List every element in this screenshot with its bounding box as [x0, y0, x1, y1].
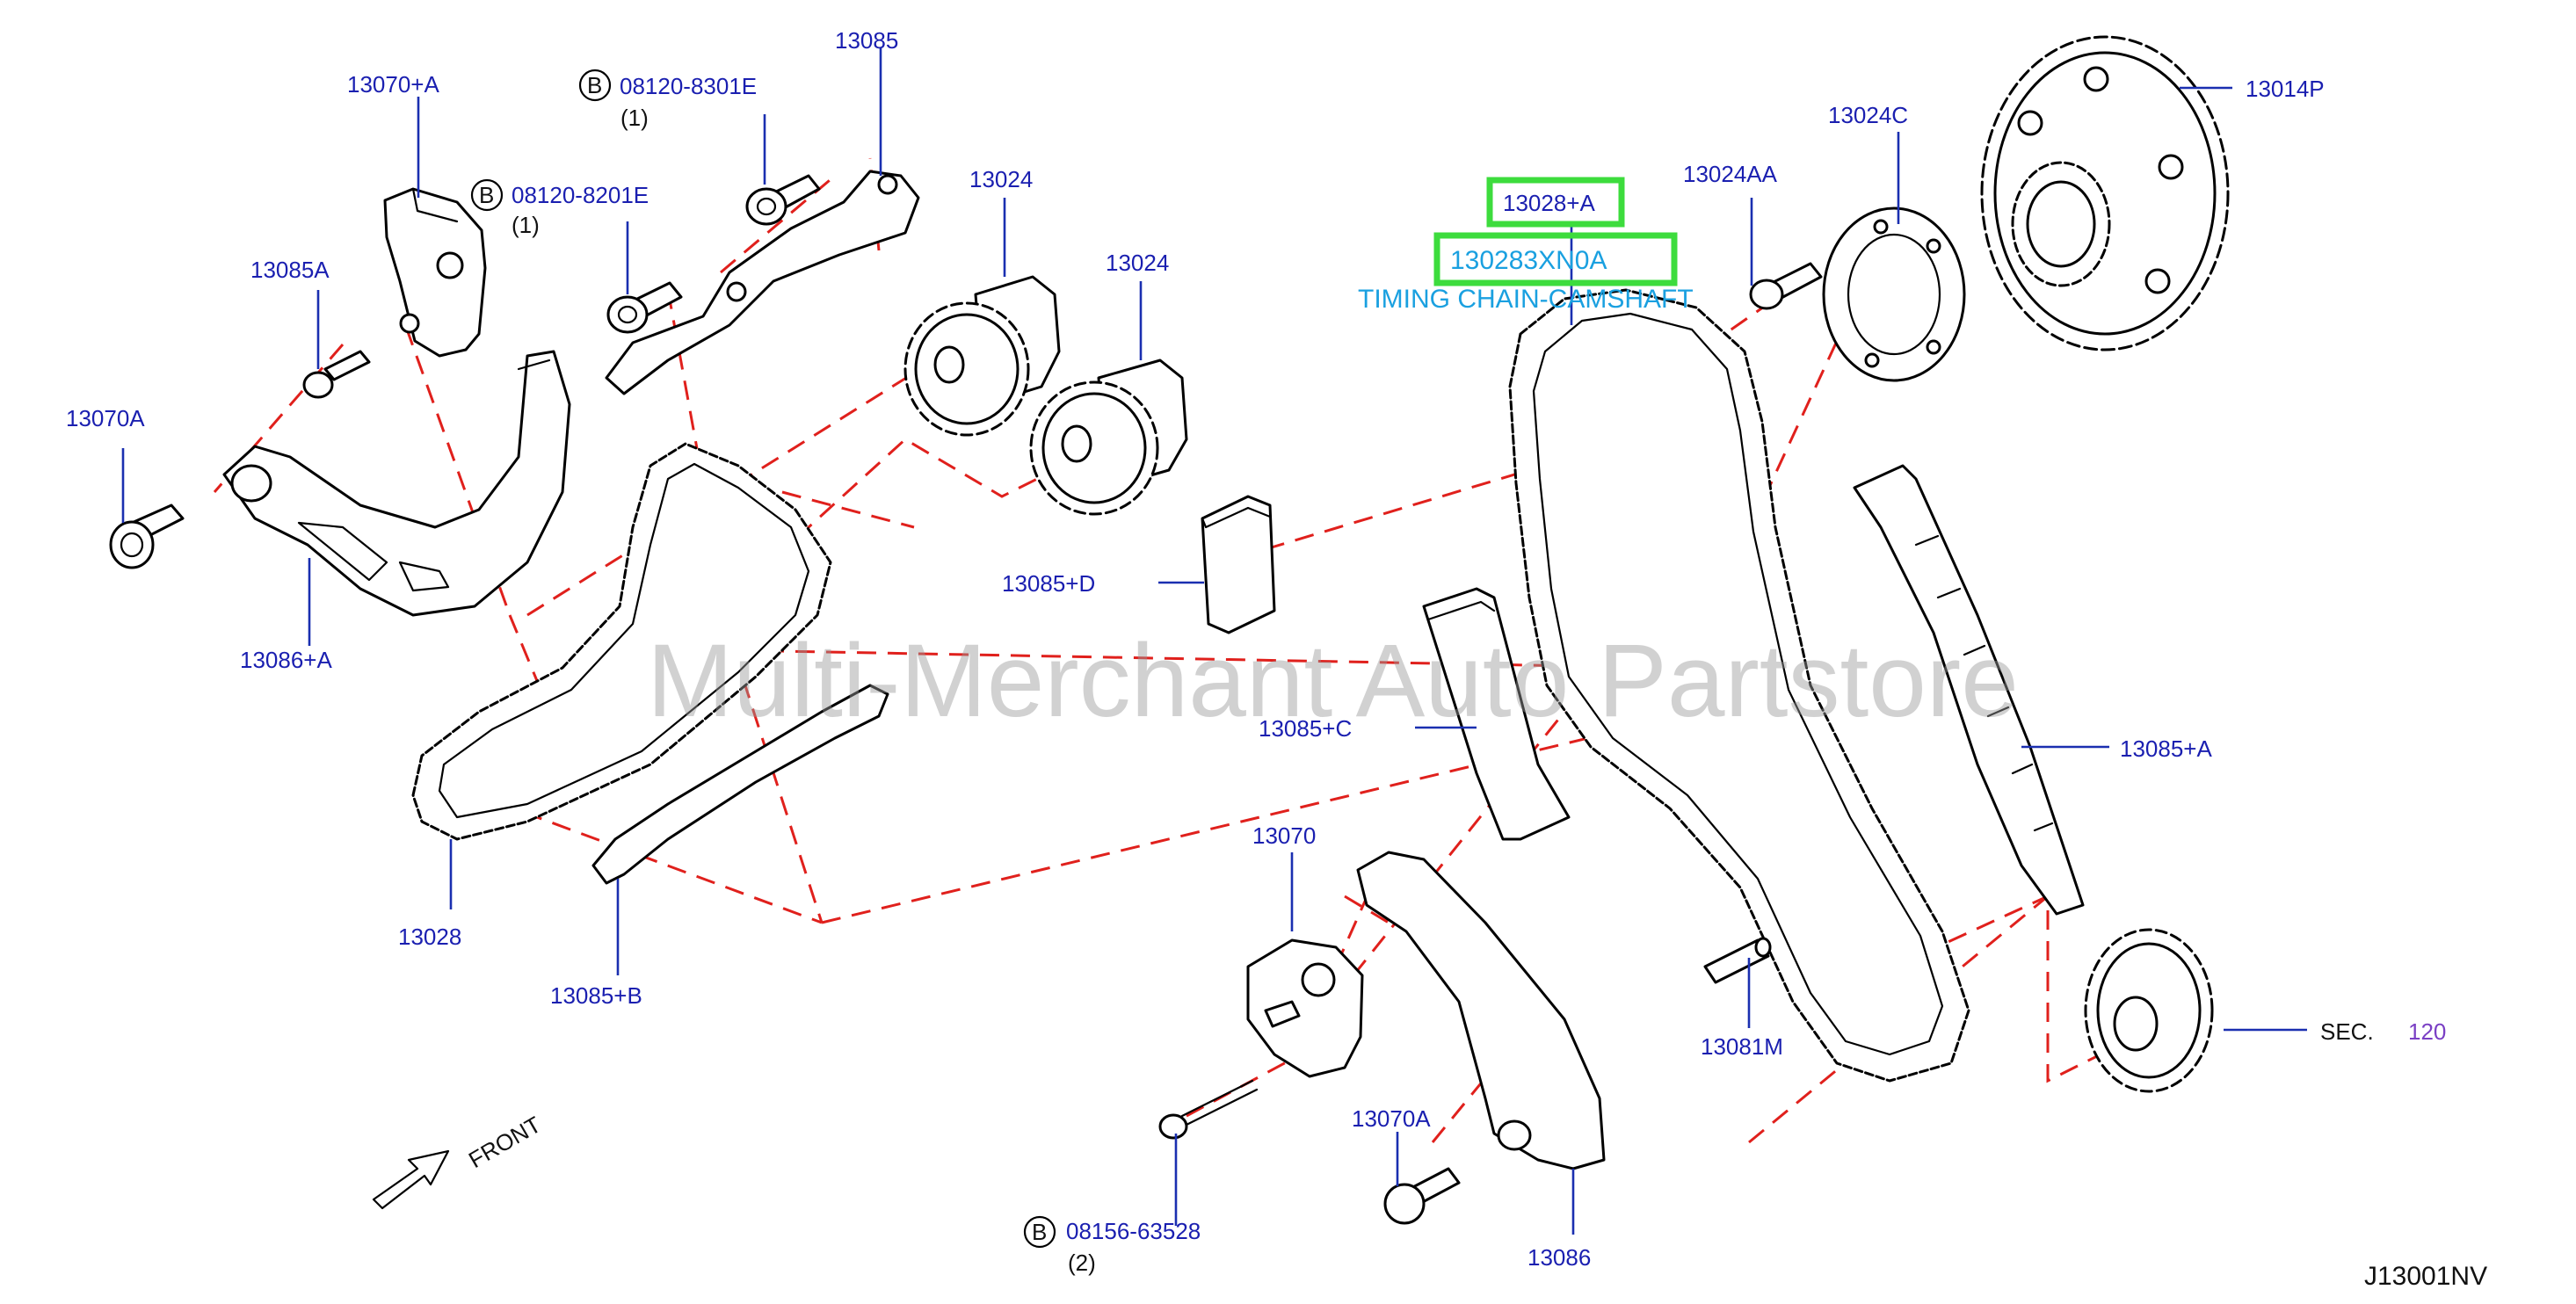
label-13024c: 13024C — [1828, 102, 1908, 128]
sec-number: 120 — [2408, 1018, 2446, 1045]
label-08120-8301e-qty: (1) — [620, 105, 649, 131]
label-13070a-bottom: 13070A — [1352, 1105, 1431, 1132]
diagram-code: J13001NV — [2364, 1262, 2487, 1291]
label-13085b: 13085+B — [550, 982, 642, 1009]
label-13085: 13085 — [835, 27, 898, 54]
tensioner-13070a-upper — [383, 187, 487, 358]
guide-13085a-right — [1853, 464, 2085, 916]
highlight-ref: 13028+A — [1503, 190, 1595, 216]
label-13024-b: 13024 — [1106, 250, 1169, 276]
label-08120-8201e: 08120-8201E — [512, 182, 649, 208]
label-13081m: 13081M — [1701, 1033, 1783, 1060]
chain-13028a-right — [1508, 288, 1970, 1083]
bolt-13070a-bottom — [1383, 1167, 1461, 1225]
highlight-part-number: 130283XN0A — [1450, 246, 1607, 275]
bolt-marker: B — [479, 182, 494, 208]
front-arrow-icon — [372, 1149, 450, 1210]
label-13028: 13028 — [398, 924, 461, 950]
highlight-description: TIMING CHAIN-CAMSHAFT — [1358, 285, 1694, 314]
bolt-marker: B — [587, 72, 602, 98]
label-13070a: 13070A — [66, 405, 145, 431]
bolt-13085a — [302, 350, 371, 399]
sprocket-crank — [2084, 928, 2214, 1093]
bolt-marker-circle — [578, 69, 612, 102]
label-13086: 13086 — [1527, 1244, 1591, 1271]
sprocket-13024-b — [1029, 359, 1188, 516]
highlight-box-part-number — [1433, 232, 1678, 286]
label-08120-8301e: 08120-8301E — [620, 73, 757, 99]
label-13070a-top: 13070+A — [347, 71, 439, 98]
label-13086a: 13086+A — [240, 647, 332, 673]
bolt-08120-8201e — [606, 281, 683, 334]
guide-13085c — [1422, 587, 1571, 841]
label-08120-8201e-qty: (1) — [512, 212, 540, 238]
front-label: FRONT — [464, 1111, 546, 1173]
bolt-08120-8301e — [745, 174, 821, 226]
highlight-box-ref — [1486, 177, 1625, 228]
bolt-13024aa — [1749, 262, 1823, 310]
label-13085a: 13085A — [250, 257, 330, 283]
plate-13024c — [1822, 206, 1966, 382]
bolt-08156-63528 — [1158, 1079, 1259, 1140]
label-08156-63528: 08156-63528 — [1066, 1218, 1201, 1244]
bolt-13070a-left — [109, 503, 185, 569]
bolt-marker-circle — [470, 178, 504, 212]
label-13085a-right: 13085+A — [2120, 735, 2212, 762]
label-13014p: 13014P — [2246, 76, 2325, 102]
tensioner-13070 — [1246, 938, 1364, 1078]
sec-label: SEC. — [2320, 1018, 2374, 1045]
label-08156-63528-qty: (2) — [1068, 1250, 1096, 1276]
watermark-text: Multi-Merchant Auto Partstore — [647, 623, 2019, 739]
clip-13085d — [1201, 495, 1276, 634]
pin-13081m — [1703, 937, 1772, 984]
label-13070: 13070 — [1252, 822, 1316, 849]
bolt-marker-circle — [1023, 1215, 1056, 1249]
sprocket-13024-a — [903, 275, 1061, 437]
leader-lines — [121, 48, 2307, 1235]
guide-13085-upper — [605, 170, 920, 395]
label-13024-a: 13024 — [969, 166, 1033, 192]
label-13024aa: 13024AA — [1683, 161, 1778, 187]
bolt-marker: B — [1032, 1219, 1047, 1245]
chain-13028-left — [411, 442, 832, 841]
label-13085d: 13085+D — [1002, 570, 1095, 597]
guide-13086a — [222, 350, 571, 617]
label-13085c: 13085+C — [1259, 715, 1352, 742]
sprocket-13014p — [1980, 35, 2230, 351]
guide-13085b — [591, 684, 889, 885]
